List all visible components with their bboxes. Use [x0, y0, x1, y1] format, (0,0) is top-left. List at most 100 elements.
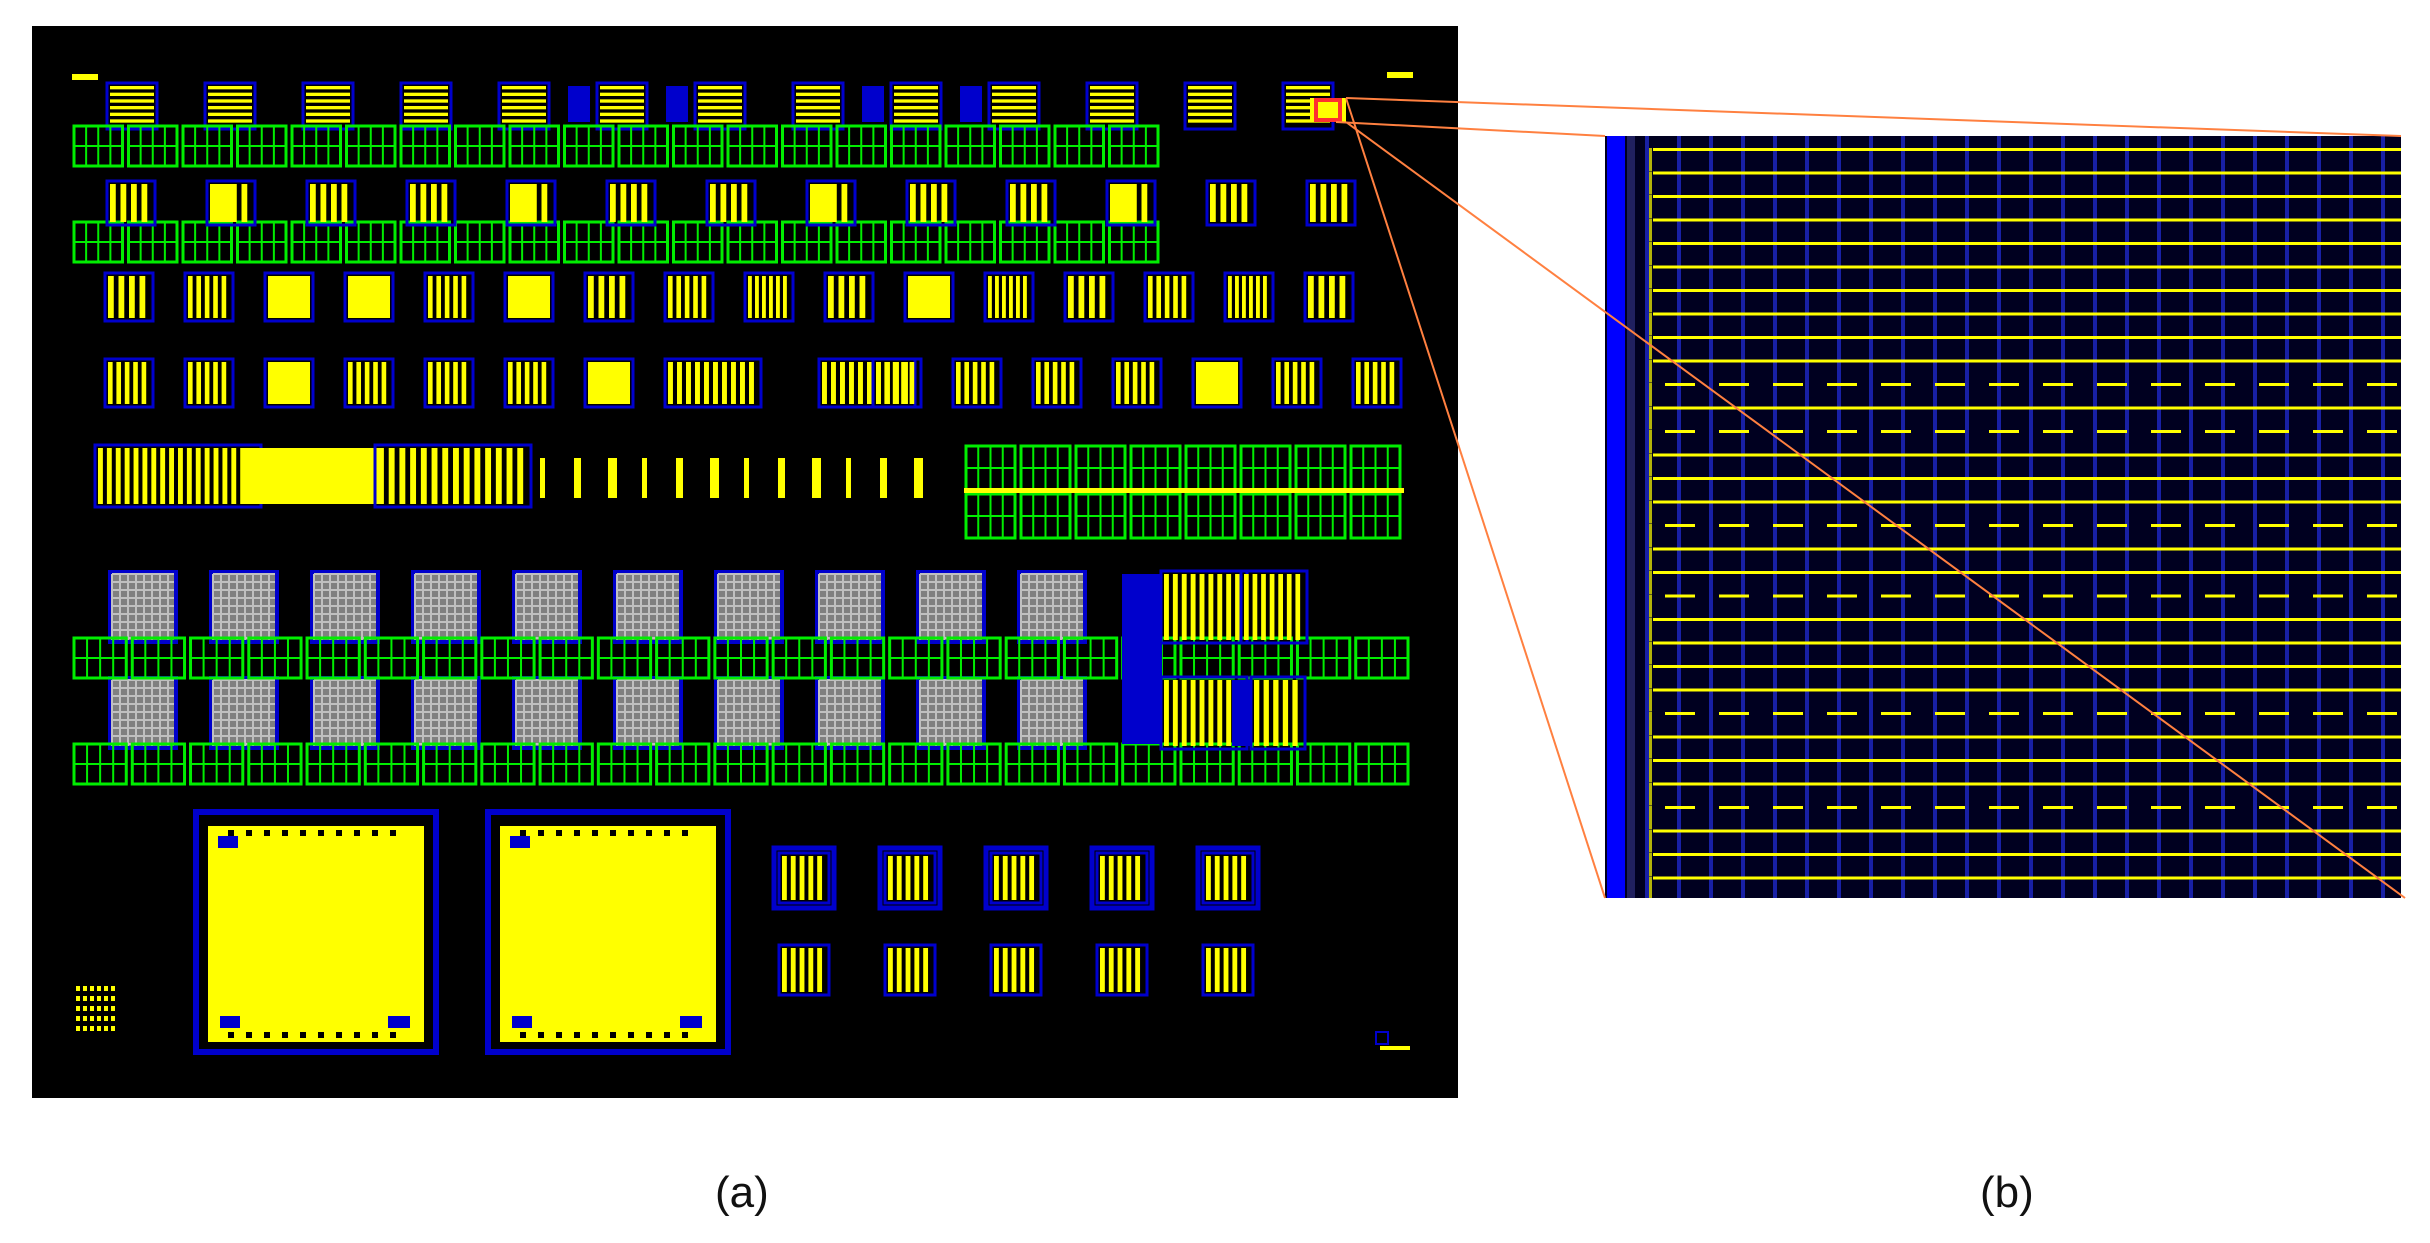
metal-line	[838, 276, 845, 318]
checker-block	[108, 570, 178, 644]
metal-line	[901, 362, 906, 404]
metal-line	[1126, 948, 1132, 992]
metal-line	[1164, 680, 1169, 746]
metal-line	[1214, 856, 1220, 900]
cell-outline	[305, 179, 357, 227]
metal-line	[540, 458, 545, 498]
metal-line	[1110, 184, 1116, 222]
test-structure	[1143, 271, 1195, 323]
metal-line	[110, 86, 154, 90]
metal-line	[541, 362, 547, 404]
cell-outline	[105, 179, 157, 227]
metal-line	[1214, 948, 1220, 992]
via-frame-row	[964, 444, 1402, 492]
metal-line	[1199, 680, 1205, 746]
chip-outline	[485, 809, 731, 1055]
metal-dash	[2313, 524, 2343, 527]
metal-line	[1212, 362, 1218, 404]
cell-outline	[1105, 179, 1157, 227]
metal-line	[208, 86, 252, 90]
metal-connector	[1649, 148, 1652, 171]
metal-line	[1020, 856, 1026, 900]
metal-line	[992, 119, 1036, 123]
metal-dash	[2205, 806, 2235, 809]
checker-block	[108, 676, 178, 750]
cell-outline	[1249, 675, 1307, 751]
metal-line	[604, 362, 610, 404]
cell-outline	[823, 271, 875, 323]
test-structure	[405, 179, 457, 227]
metal-line	[914, 856, 920, 900]
metal-line	[1244, 574, 1249, 640]
metal-line	[453, 276, 458, 318]
zoom-detail-panel	[1605, 136, 2401, 898]
metal-line	[876, 362, 881, 404]
cell-outline	[1095, 943, 1149, 997]
checker-block	[714, 676, 784, 750]
metal-line	[1341, 184, 1348, 222]
metal-line	[1188, 92, 1232, 96]
via-frame-row	[72, 742, 1410, 786]
metal-dash	[2259, 524, 2289, 527]
test-structure	[1249, 675, 1307, 751]
metal-line	[1286, 92, 1330, 96]
metal-line	[139, 276, 146, 318]
metal-line	[923, 948, 929, 992]
metal-line	[348, 362, 353, 404]
bond-pad	[682, 830, 688, 836]
metal-line	[676, 458, 683, 498]
metal-dash	[2367, 430, 2397, 433]
metal-line	[1653, 500, 2401, 504]
metal-line	[474, 448, 481, 504]
metal-line	[1653, 289, 2401, 292]
metal-line	[1002, 948, 1008, 992]
metal-line	[1261, 574, 1266, 640]
checker-block	[916, 676, 986, 750]
cell-outline	[105, 81, 159, 131]
metal-line	[1653, 359, 2401, 363]
metal-connector	[1649, 265, 1652, 289]
test-structure	[263, 357, 315, 409]
test-structure	[605, 179, 657, 227]
metal-dash	[1935, 383, 1965, 386]
bond-pad	[610, 830, 616, 836]
label-glyph	[76, 1026, 80, 1031]
metal-line	[133, 448, 139, 504]
metal-line	[933, 276, 938, 318]
checker-block	[411, 676, 481, 750]
metal-line	[293, 362, 298, 404]
metal-line	[1141, 184, 1148, 222]
chip-outline	[193, 809, 439, 1055]
metal-line	[1273, 680, 1279, 746]
metal-line	[972, 362, 978, 404]
test-structure	[905, 179, 957, 227]
metal-line	[110, 106, 154, 110]
corner-mark	[1387, 72, 1413, 78]
alignment-mark	[218, 836, 238, 848]
metal-line	[956, 362, 961, 404]
metal-line	[621, 362, 627, 404]
metal-line	[1241, 948, 1247, 992]
metal-line	[1356, 362, 1361, 404]
test-structure	[805, 179, 857, 227]
metal-dash	[2259, 712, 2289, 715]
test-structure	[373, 443, 533, 509]
test-structure	[1105, 179, 1157, 227]
label-glyph	[76, 1016, 80, 1021]
cell-outline	[103, 357, 155, 409]
metal-line	[704, 362, 709, 404]
metal-dash	[1719, 383, 1749, 386]
metal-line	[1653, 336, 2401, 339]
metal-line	[517, 448, 524, 504]
metal-connector	[1649, 806, 1652, 829]
cell-outline	[263, 357, 315, 409]
metal-line	[698, 99, 742, 103]
metal-line	[1208, 574, 1214, 640]
metal-line	[306, 99, 350, 103]
metal-line	[210, 184, 216, 222]
metal-line	[1242, 276, 1246, 318]
metal-line	[992, 86, 1036, 90]
metal-line	[631, 184, 637, 222]
metal-line	[1188, 119, 1232, 123]
metal-line	[894, 92, 938, 96]
